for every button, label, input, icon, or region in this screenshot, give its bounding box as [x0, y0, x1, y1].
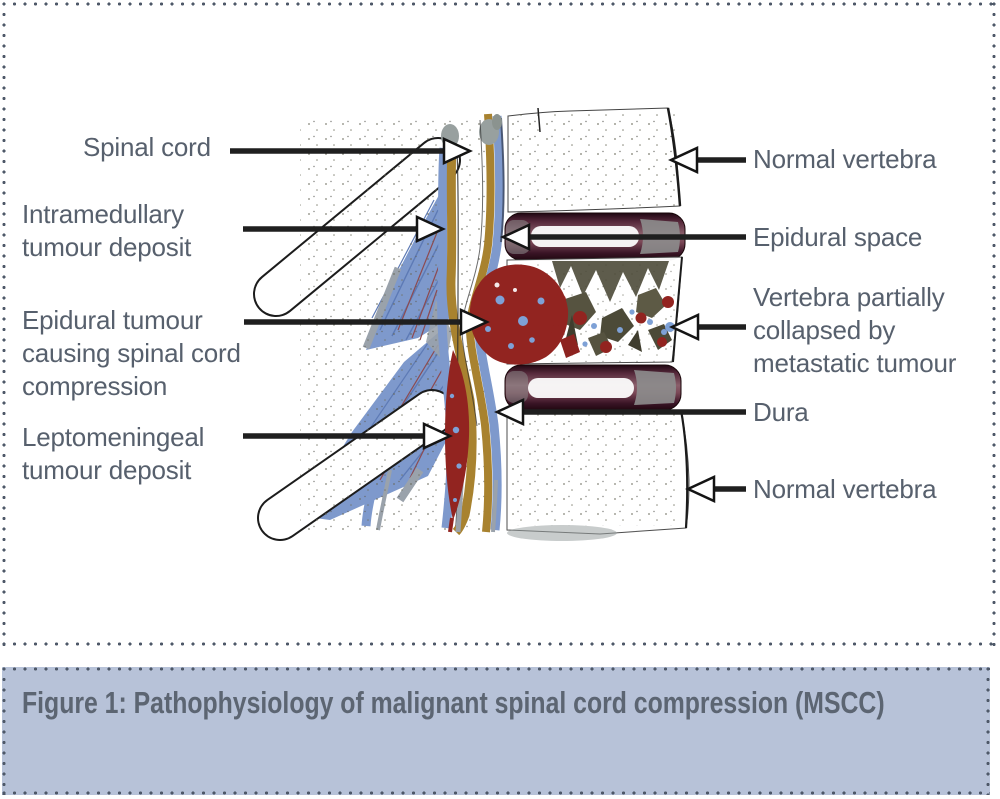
figure-panel: Spinal cord Intramedullary tumour deposi… [2, 2, 996, 646]
arrow-epidural-tumour [244, 308, 490, 336]
label-arrows [230, 137, 746, 503]
caption-dotted-border-top [2, 667, 990, 671]
arrow-dura [494, 398, 746, 426]
disc-lower [504, 364, 682, 411]
vertebra-bottom [506, 409, 690, 541]
label-epidural-space: Epidural space [753, 222, 923, 252]
arrow-intramedullary-tumour [243, 215, 446, 243]
label-dura: Dura [753, 397, 809, 427]
label-intramedullary-tumour-deposit: Intramedullary tumour deposit [22, 199, 192, 262]
arrow-collapsed-vertebra [669, 313, 746, 341]
caption-dotted-border-left [2, 667, 6, 795]
caption-dotted-border-bottom [2, 791, 990, 795]
label-vertebra-partially-collapsed: Vertebra partially collapsed by metastat… [753, 282, 957, 378]
arrow-leptomeningeal-tumour [243, 422, 453, 450]
vertebra-top [507, 107, 682, 213]
figure-caption-bar: Figure 1: Pathophysiology of malignant s… [2, 667, 990, 795]
label-spinal-cord: Spinal cord [83, 132, 211, 162]
arrow-spinal-cord [230, 137, 473, 165]
label-leptomeningeal-tumour-deposit: Leptomeningeal tumour deposit [22, 422, 205, 485]
metastatic-debris [552, 261, 675, 358]
spine-sagittal-illustration [230, 107, 746, 541]
figure-caption: Figure 1: Pathophysiology of malignant s… [22, 685, 885, 720]
label-epidural-tumour-compression: Epidural tumour causing spinal cord comp… [22, 305, 241, 401]
leptomeningeal-deposit [445, 350, 470, 533]
arrow-normal-vertebra-bottom [685, 475, 746, 503]
caption-dotted-border-right [986, 667, 990, 795]
arrow-normal-vertebra-top [668, 146, 746, 174]
arrow-epidural-space [500, 223, 746, 251]
epidural-tumour-mass [469, 264, 569, 365]
label-normal-vertebra-top: Normal vertebra [753, 144, 937, 174]
label-normal-vertebra-bottom: Normal vertebra [753, 474, 937, 504]
